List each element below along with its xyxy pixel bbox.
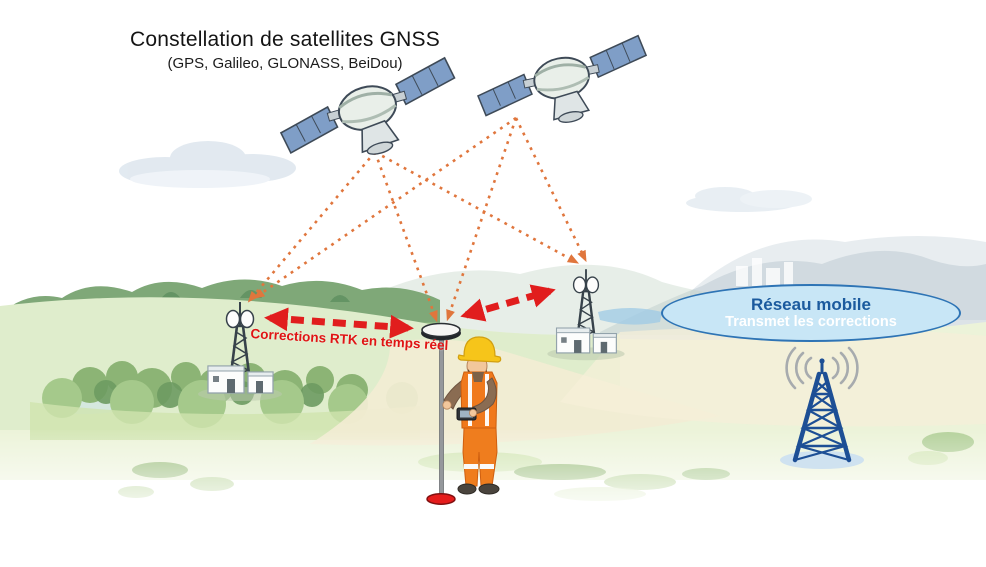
hard-hat-icon: [457, 336, 502, 363]
mobile-network-bubble: Réseau mobile Transmet les corrections: [661, 284, 961, 342]
path: [310, 339, 720, 446]
cell-tower-icon: [780, 346, 864, 469]
cloud-icon: [686, 187, 812, 212]
radio-waves-icon: [785, 346, 859, 390]
pole-tip: [426, 493, 456, 505]
rtk-correction-arrows: [264, 284, 556, 339]
path: [560, 326, 986, 427]
lake: [598, 308, 662, 325]
mobile-network-subtitle: Transmet les corrections: [725, 314, 897, 331]
mobile-network-title: Réseau mobile: [751, 294, 871, 314]
surveyor-icon: [442, 336, 502, 495]
satellite-signal-lines: [247, 116, 587, 323]
cloud-icon: [119, 141, 296, 188]
gnss-rover-pole: [421, 322, 461, 505]
